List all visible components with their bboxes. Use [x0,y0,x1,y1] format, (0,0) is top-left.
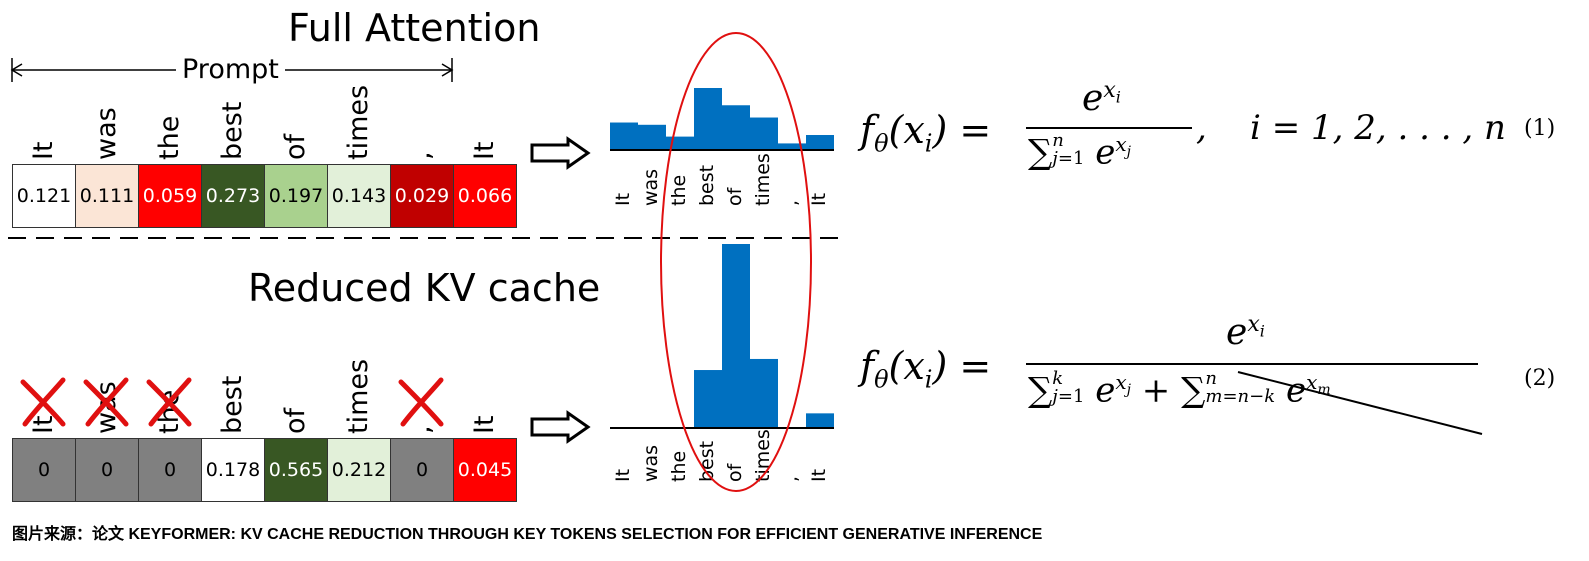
full-attention-title: Full Attention [288,6,541,50]
token-label: It [27,141,59,160]
histogram-bar [722,244,750,428]
reduced-attention-histogram [610,244,834,429]
token-label: of [279,407,311,434]
score-cell: 0.045 [453,438,517,502]
arrow-right-icon [530,410,591,444]
score-cell: 0.565 [264,438,328,502]
reduced-kv-cache-title: Reduced KV cache [248,266,601,310]
eq2-strikethrough [1237,371,1483,435]
histogram-bar [722,105,750,150]
score-cell: 0.029 [390,164,454,228]
eq1-number: (1) [1524,116,1556,141]
token-label: , [405,151,437,160]
removed-cross-icon [20,377,66,427]
histogram-label: It [612,192,634,206]
histogram-bar [638,124,666,150]
removed-cross-icon [146,377,192,427]
histogram-bar [806,413,834,428]
score-cell: 0.212 [327,438,391,502]
score-cell: 0.066 [453,164,517,228]
eq1-index-range: , i = 1, 2, . . . , n [1196,108,1506,148]
score-cell: 0 [138,438,202,502]
score-cell: 0.059 [138,164,202,228]
eq1-fraction-line [1026,127,1192,129]
figure-caption: 图片来源：论文 KEYFORMER: KV CACHE REDUCTION TH… [12,526,1043,543]
token-label: of [279,133,311,160]
token-label: best [216,101,248,160]
score-cell: 0 [390,438,454,502]
histogram-bar [694,370,722,428]
token-label: the [153,115,185,160]
score-cell: 0.273 [201,164,265,228]
token-label: It [468,141,500,160]
histogram-bar [750,358,778,428]
histogram-label: It [612,468,634,482]
score-cell: 0.111 [75,164,139,228]
eq2-number: (2) [1524,366,1556,391]
token-label: times [342,84,374,160]
eq2-fraction-line [1026,363,1478,365]
histogram-bar [750,117,778,150]
token-label: times [342,358,374,434]
eq1-numerator: exi [1082,78,1121,119]
removed-cross-icon [398,377,444,427]
histogram-bar [694,88,722,150]
token-label: was [90,107,122,160]
histogram-bar [806,135,834,150]
score-cell: 0 [75,438,139,502]
full-attention-histogram [610,88,834,151]
score-cell: 0 [12,438,76,502]
histogram-bar [610,122,638,150]
eq2-lhs: fθ(xi) = [860,344,992,394]
token-label: It [468,415,500,434]
prompt-label: Prompt [176,54,285,85]
score-cell: 0.121 [12,164,76,228]
score-cell: 0.178 [201,438,265,502]
score-cell: 0.143 [327,164,391,228]
arrow-right-icon [530,136,591,170]
highlight-ellipse [660,32,812,492]
eq1-lhs: fθ(xi) = [860,108,992,158]
removed-cross-icon [83,377,129,427]
histogram-bar [778,143,806,150]
score-cell: 0.197 [264,164,328,228]
eq2-numerator: exi [1226,312,1265,353]
token-label: best [216,375,248,434]
